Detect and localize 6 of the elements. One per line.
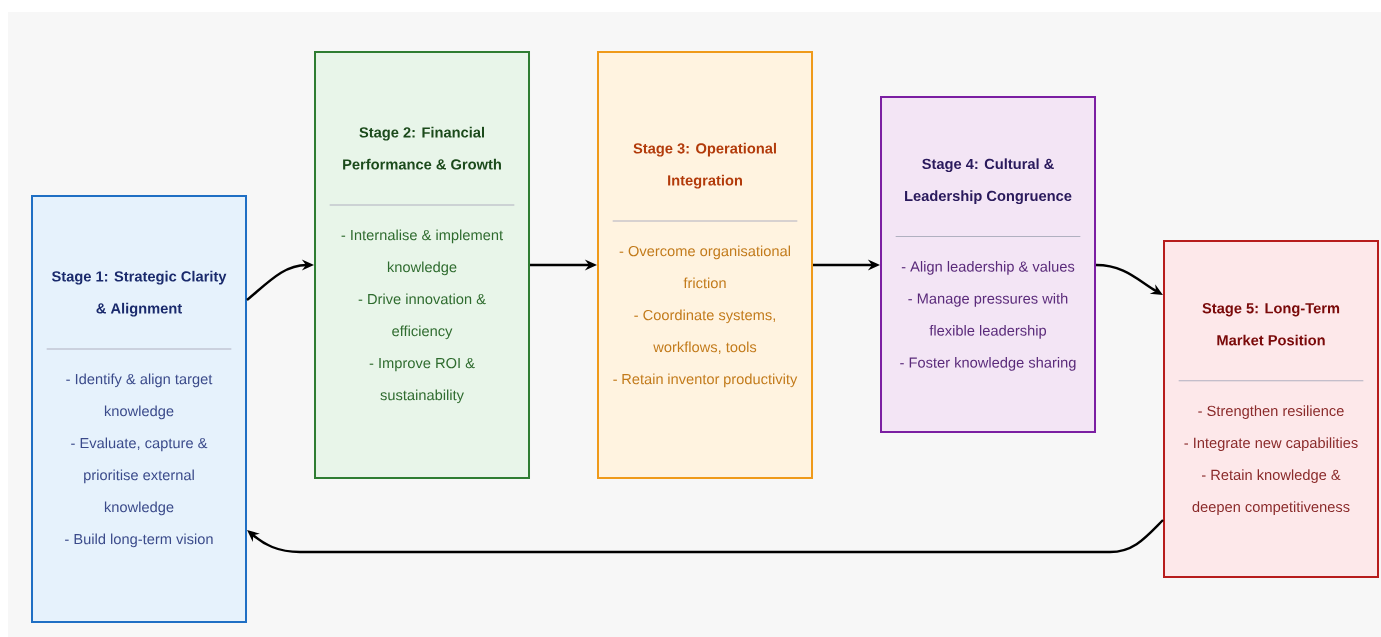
stage-box: Stage 4: Cultural & Leadership Congruence - Align leadership & values - Manage pressures with flexible leadership - Foster knowledge sharing — [880, 96, 1096, 433]
stage-box: Stage 1: Strategic Clarity & Alignment - Identify & align target knowledge - Evaluate, capture & prioritise external knowledge - Build long-term vision — [31, 195, 247, 623]
stage-box: Stage 2: Financial Performance & Growth - Internalise & implement knowledge - Drive innovation & efficiency - Improve ROI & sustainability — [314, 51, 530, 479]
stage-box: Stage 3: Operational Integration - Overcome organisational friction - Coordinate systems, workflows, tools - Retain inventor productivity — [597, 51, 813, 479]
arrow — [247, 519, 1164, 554]
stage-box: Stage 5: Long-Term Market Position - Strengthen resilience - Integrate new capabilities - Retain knowledge & deepen competitiveness — [1163, 240, 1379, 578]
